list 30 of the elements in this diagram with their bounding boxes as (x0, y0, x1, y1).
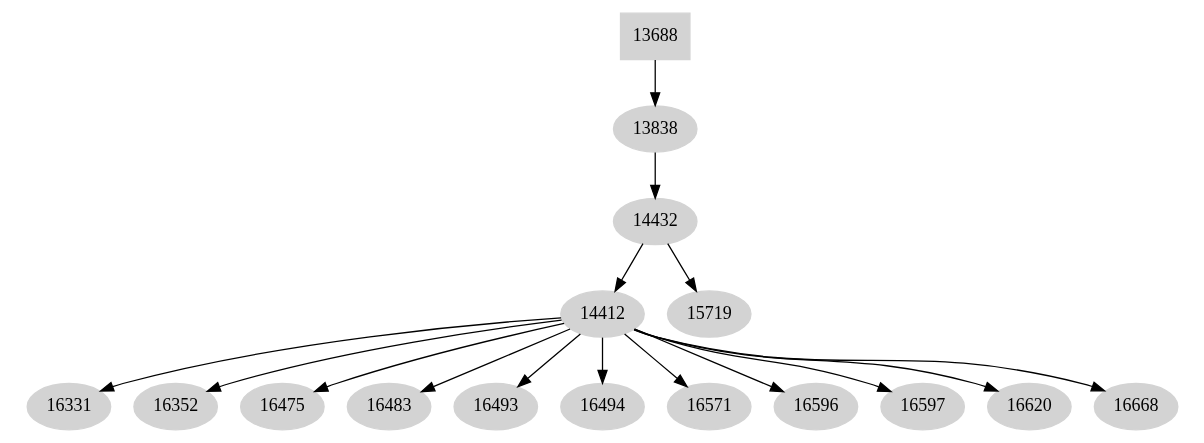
node-ellipse: 13838 (612, 105, 698, 153)
arrow (312, 322, 565, 393)
node-ellipse: 16571 (666, 382, 752, 431)
node-ellipse: 16668 (1093, 382, 1178, 431)
node-ellipse: 16493 (452, 382, 538, 431)
arrow (204, 319, 562, 392)
node-ellipse: 16475 (239, 382, 325, 431)
arrow (666, 243, 697, 294)
arrow (649, 59, 661, 108)
arrow (98, 317, 562, 392)
arrow (633, 328, 893, 393)
arrow (632, 329, 1106, 392)
arrow (623, 333, 689, 388)
node-ellipse: 16494 (559, 382, 645, 431)
node-ellipse: 15719 (666, 290, 752, 338)
node-ellipse: 16331 (26, 382, 111, 431)
node-ellipse: 16597 (879, 382, 965, 431)
node-box: 13688 (619, 12, 691, 61)
node-ellipse: 14432 (612, 197, 698, 246)
arrow (632, 328, 1000, 392)
arrow (515, 333, 581, 388)
node-ellipse: 16620 (986, 382, 1072, 431)
arrow (649, 151, 661, 201)
node-ellipse: 16352 (132, 382, 218, 431)
node-ellipse: 16483 (346, 382, 431, 431)
arrow (419, 328, 571, 393)
node-ellipse: 14412 (559, 290, 645, 338)
node-ellipse: 16596 (773, 382, 858, 431)
arrow (613, 243, 644, 294)
arrow (596, 336, 608, 386)
